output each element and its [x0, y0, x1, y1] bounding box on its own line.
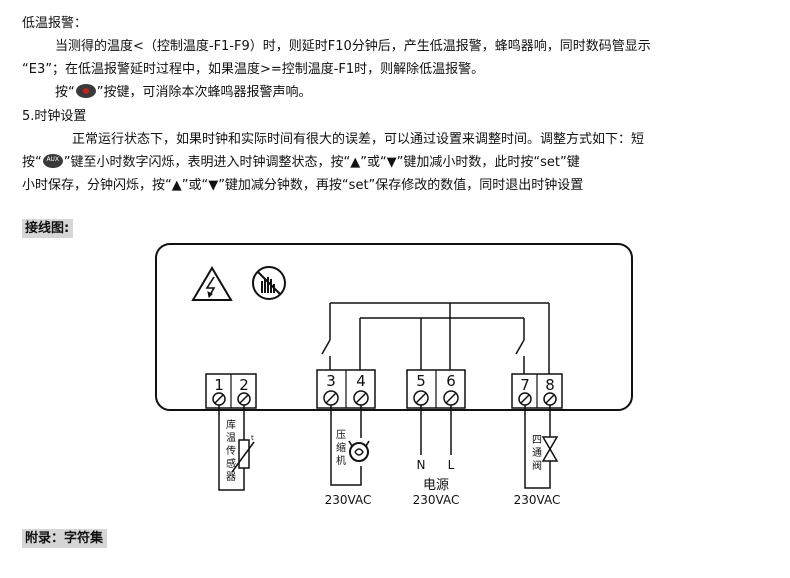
low-temp-alarm-line3-pre: 按“: [55, 85, 75, 100]
controller-enclosure: [155, 243, 633, 411]
low-temp-alarm-line3-post: ”按键，可消除本次蜂鸣器报警声响。: [96, 85, 312, 100]
terminal-label-1: 1: [214, 376, 224, 394]
compressor-motor-icon: [348, 440, 370, 462]
low-temp-alarm-line3: 按“ ”按键，可消除本次蜂鸣器报警声响。: [55, 84, 312, 101]
compressor-wiring: [330, 405, 362, 486]
compressor-voltage: 230VAC: [325, 493, 372, 507]
appendix-header: 附录：字符集: [22, 529, 108, 548]
low-temp-alarm-title: 低温报警：: [22, 16, 88, 31]
sensor-label-char-4: 感: [226, 457, 236, 470]
low-temp-alarm-line1: 当测得的温度<（控制温度-F1-F9）时，则延时F10分钟后，产生低温报警，蜂鸣…: [55, 39, 651, 54]
internal-wiring: [321, 302, 550, 374]
sensor-element: [238, 439, 250, 469]
clock-setting-line2: 按“ AUX”键至小时数字闪烁，表明进入时钟调整状态，按“▲”或“▼”键加减小时数…: [22, 154, 580, 171]
alarm-mute-button-icon: [75, 84, 96, 98]
do-not-touch-icon: [252, 266, 286, 300]
sensor-label-char-2: 温: [226, 432, 236, 444]
neutral-label: N: [417, 458, 426, 472]
valve-label-char-1: 四: [532, 435, 542, 446]
terminal-label-5: 5: [416, 372, 426, 390]
four-way-valve-icon: [541, 436, 559, 462]
wiring-diagram-header: 接线图:: [22, 219, 74, 238]
valve-label-char-2: 通: [532, 447, 542, 459]
compressor-label-char-1: 压: [336, 429, 346, 441]
terminal-label-6: 6: [446, 372, 456, 390]
valve-wiring: [524, 405, 551, 489]
sensor-label-char-5: 器: [226, 471, 236, 483]
clock-setting-line2-post: ”键至小时数字闪烁，表明进入时钟调整状态，按“▲”或“▼”键加减小时数，此时按“…: [63, 155, 580, 170]
valve-label-char-3: 阀: [532, 459, 542, 472]
terminal-label-3: 3: [326, 372, 336, 390]
valve-voltage: 230VAC: [514, 493, 561, 507]
clock-button-icon: AUX: [42, 154, 63, 168]
compressor-label-char-2: 缩: [336, 441, 346, 454]
compressor-label-char-3: 机: [336, 454, 346, 467]
power-label: 电源: [423, 478, 449, 493]
high-voltage-warning-icon: [191, 266, 233, 301]
sensor-symbol: t: [251, 434, 254, 442]
sensor-label-char-1: 库: [226, 418, 236, 431]
power-voltage: 230VAC: [413, 493, 460, 507]
terminal-label-4: 4: [356, 372, 366, 390]
clock-setting-line3: 小时保存，分钟闪烁，按“▲”或“▼”键加减分钟数，再按“set”保存修改的数值，…: [22, 178, 584, 193]
sensor-label-char-3: 传: [226, 445, 236, 457]
clock-button-icon-text: AUX: [46, 156, 60, 163]
live-label: L: [448, 458, 455, 472]
clock-setting-line1: 正常运行状态下，如果时钟和实际时间有很大的误差，可以通过设置来调整时间。调整方式…: [72, 132, 645, 147]
clock-setting-title: 5.时钟设置: [22, 109, 87, 124]
terminal-label-8: 8: [545, 376, 555, 394]
low-temp-alarm-line2: “E3”；在低温报警延时过程中，如果温度>=控制温度-F1时，则解除低温报警。: [22, 62, 485, 77]
terminal-label-2: 2: [239, 376, 249, 394]
terminal-label-7: 7: [520, 376, 530, 394]
clock-setting-line2-pre: 按“: [22, 155, 42, 170]
